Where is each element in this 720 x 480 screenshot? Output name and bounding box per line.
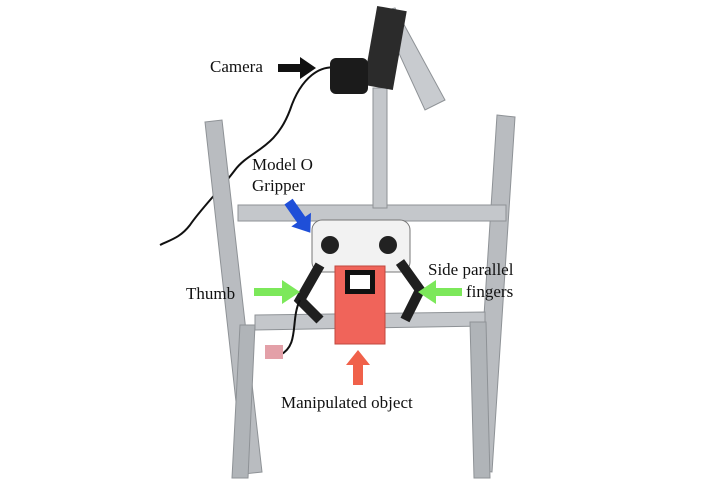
object-arrow — [346, 350, 370, 385]
side-fingers-arrow — [418, 280, 462, 304]
camera — [330, 58, 368, 94]
thumb-label: Thumb — [186, 284, 236, 303]
gripper-arrow — [284, 198, 311, 233]
gripper-label-line2: Gripper — [252, 176, 305, 195]
object-label: Manipulated object — [281, 393, 413, 412]
frame-post-center — [372, 87, 388, 209]
frame-front-left — [231, 324, 256, 479]
camera-cable — [159, 66, 346, 246]
frame-crossbar-top — [237, 204, 507, 222]
thumb-arrow — [254, 280, 300, 304]
side-fingers-label-line2: fingers — [466, 282, 514, 301]
camera-arrow — [278, 57, 316, 79]
gripper-label-line1: Model O — [252, 155, 313, 174]
camera-label: Camera — [210, 57, 263, 76]
frame-front-right — [469, 321, 491, 479]
side-fingers-label-line1: Side parallel — [428, 260, 514, 279]
camera-mount — [363, 6, 407, 90]
